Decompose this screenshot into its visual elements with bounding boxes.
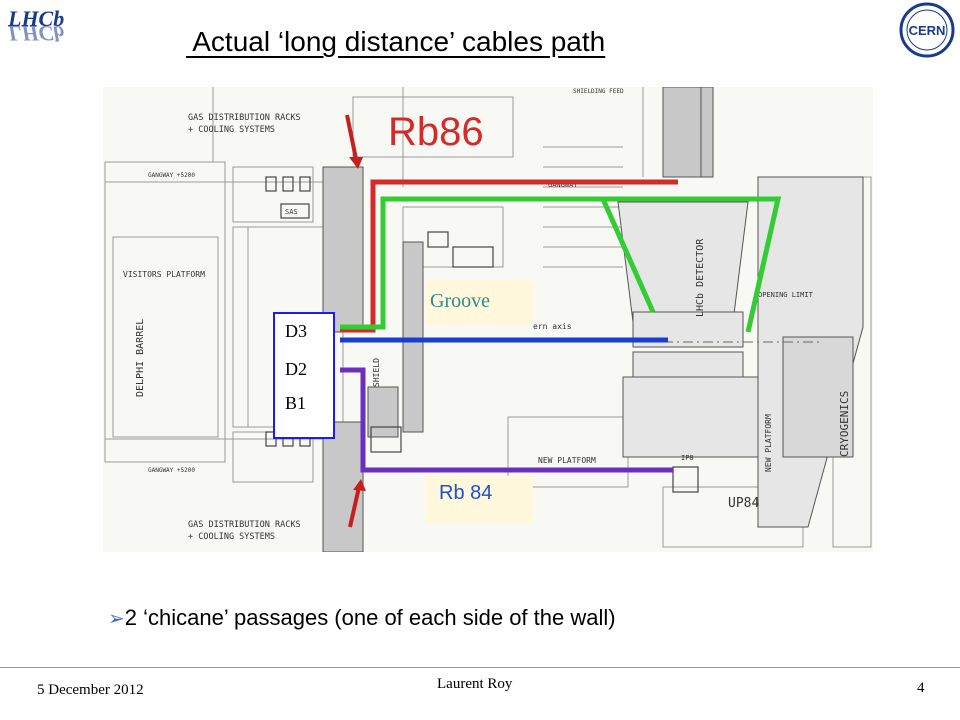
- footer-divider: [0, 667, 960, 668]
- red-cable-path: [340, 179, 678, 333]
- plan-text-new-platform: NEW PLATFORM: [538, 456, 596, 465]
- rack-label-box: D3 D2 B1: [273, 312, 335, 439]
- plan-text-visitors: VISITORS PLATFORM: [123, 270, 205, 279]
- bullet-point: ➢2 ‘chicane’ passages (one of each side …: [108, 605, 616, 631]
- rack-label-b1: B1: [285, 393, 307, 413]
- bullet-text: 2 ‘chicane’ passages (one of each side o…: [124, 605, 616, 630]
- rb84-label: Rb 84: [439, 482, 493, 504]
- groove-label: Groove: [430, 290, 490, 312]
- cern-logo-text: CERN: [909, 23, 946, 38]
- footer-page-number: 4: [917, 680, 925, 696]
- rack-label-d3: D3: [285, 321, 307, 341]
- plan-text-gangway-right: GANGWAY: [548, 181, 578, 189]
- plan-text-opening: OPENING LIMIT: [758, 291, 814, 299]
- footer-author: Laurent Roy: [437, 676, 513, 692]
- bullet-arrow-icon: ➢: [108, 608, 125, 630]
- chicane-arrow-top-head: [349, 157, 363, 169]
- slide-title: Actual ‘long distance’ cables path: [186, 26, 606, 57]
- svg-text:LHCb: LHCb: [7, 21, 64, 46]
- plan-text-detector: LHCb DETECTOR: [695, 238, 706, 317]
- plan-text-new-platform-v: NEW PLATFORM: [764, 414, 773, 472]
- green-cable-path: [340, 196, 782, 333]
- plan-text-shielding-feed: SHIELDING FEED: [573, 88, 624, 95]
- chicane-arrow-top: [345, 114, 358, 160]
- cern-logo: CERN: [899, 2, 955, 58]
- plan-text-up84: UP84: [728, 496, 759, 511]
- plan-text-cooling-top: + COOLING SYSTEMS: [188, 125, 275, 135]
- green-cable-branch: [600, 197, 656, 314]
- plan-text-gas-bottom: GAS DISTRIBUTION RACKS: [188, 520, 301, 530]
- chicane-arrow-bottom-head: [353, 479, 366, 491]
- plan-text-gas-top: GAS DISTRIBUTION RACKS: [188, 113, 301, 123]
- footer-date: 5 December 2012: [37, 682, 144, 698]
- plan-text-shield: SHIELD: [372, 358, 381, 387]
- room-label-rb86: Rb86: [388, 110, 484, 154]
- rb84-label-box: [426, 476, 533, 524]
- chicane-arrow-bottom: [348, 486, 361, 528]
- rack-label-d2: D2: [285, 359, 307, 379]
- plan-text-gangway-bottom: GANGWAY +5200: [148, 467, 195, 474]
- plan-text-cooling-bottom: + COOLING SYSTEMS: [188, 532, 275, 542]
- purple-cable-path: [340, 367, 673, 473]
- plan-text-ip8: IP8: [681, 454, 694, 462]
- groove-label-box: [426, 280, 534, 325]
- plan-text-sas: SAS: [285, 208, 298, 216]
- plan-text-cryo: CRYOGENICS: [838, 391, 851, 457]
- plan-text-delphi: DELPHI BARREL: [135, 319, 146, 397]
- lhcb-logo-text: LHCb: [7, 6, 64, 31]
- lhcb-logo: LHCb LHCb: [0, 0, 80, 50]
- plan-text-beam-axis: ern axis: [533, 322, 572, 331]
- plan-text-gangway-top: GANGWAY +5200: [148, 172, 195, 179]
